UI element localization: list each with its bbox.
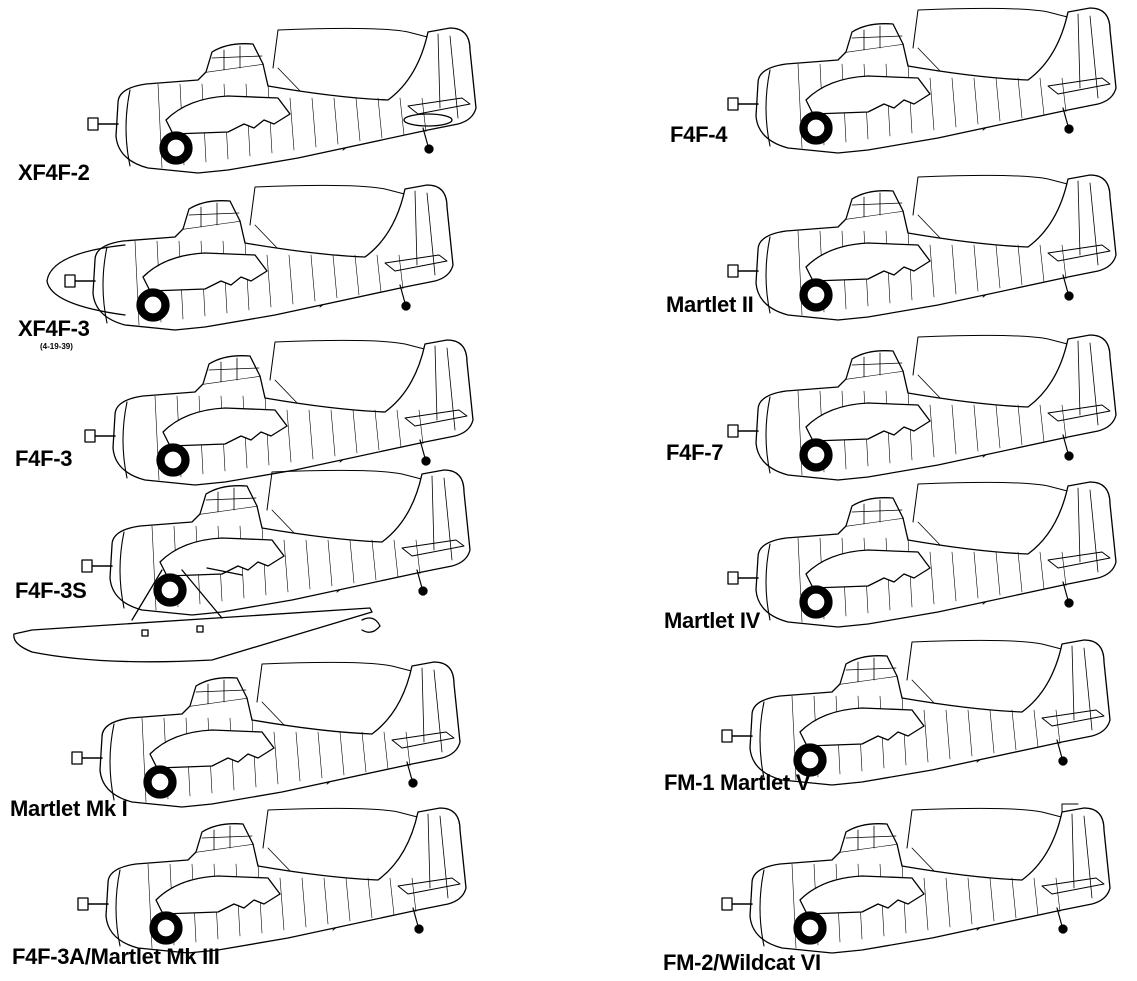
label-fm-2: FM-2/Wildcat VI [663, 950, 821, 975]
aircraft-profile-martlet-mk-i [71, 661, 461, 808]
label-martlet-mk-i: Martlet Mk I [10, 796, 128, 821]
aircraft-profile-xf4f-2 [87, 27, 477, 174]
sublabel-xf4f-3: (4-19-39) [40, 342, 73, 351]
label-martlet-ii: Martlet II [666, 292, 754, 317]
aircraft-profile-martlet-ii [727, 174, 1117, 321]
aircraft-profile-martlet-iv [727, 481, 1117, 628]
label-f4f-7: F4F-7 [666, 440, 724, 465]
label-fm-1: FM-1 Martlet V [664, 770, 811, 795]
aircraft-profile-fm-2 [721, 803, 1111, 954]
label-f4f-3s: F4F-3S [15, 578, 87, 603]
aircraft-profile-fm-1 [721, 639, 1111, 786]
aircraft-profile-f4f-3a [77, 807, 467, 954]
label-f4f-3a: F4F-3A/Martlet Mk III [12, 944, 220, 969]
aircraft-profile-f4f-4 [727, 7, 1117, 154]
float-pontoon [13, 567, 381, 663]
aircraft-profile-xf4f-3 [46, 184, 454, 331]
aircraft-profile-f4f-7 [727, 334, 1117, 481]
label-f4f-3: F4F-3 [15, 446, 73, 471]
label-f4f-4: F4F-4 [670, 122, 728, 147]
label-xf4f-3: XF4F-3 [18, 316, 90, 341]
aircraft-profile-f4f-3s [13, 469, 471, 663]
aircraft-profile-f4f-3 [84, 339, 474, 486]
label-xf4f-2: XF4F-2 [18, 160, 90, 185]
label-martlet-iv: Martlet IV [664, 608, 761, 633]
